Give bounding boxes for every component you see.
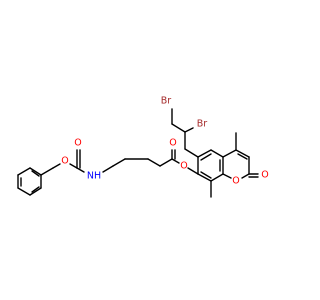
bond — [159, 158, 173, 167]
atom-oxygen-ester-carbonyl: O — [169, 138, 176, 149]
bond — [40, 167, 54, 176]
bond — [210, 149, 224, 158]
bond — [147, 158, 161, 167]
bond — [29, 167, 42, 176]
bond — [222, 149, 237, 158]
bond — [210, 173, 224, 182]
bond — [184, 127, 194, 133]
atom-oxygen-carbamate-ether: O — [61, 156, 68, 167]
bond — [200, 171, 212, 179]
bond — [31, 186, 40, 193]
bond — [52, 163, 61, 169]
atom-bromine-middle: Br — [197, 119, 208, 130]
bond — [197, 149, 212, 158]
bond — [241, 173, 250, 179]
bond — [197, 173, 212, 182]
chemical-structure: Br Br O O NH O O O O — [17, 96, 269, 198]
bond — [76, 167, 85, 173]
atom-nitrogen-nh: NH — [87, 171, 101, 182]
bond — [235, 149, 250, 158]
bond — [171, 123, 186, 133]
atom-oxygen-ester: O — [180, 161, 187, 172]
bond — [102, 165, 114, 173]
bond — [17, 167, 31, 176]
bond — [17, 187, 31, 196]
bond — [171, 158, 180, 164]
atom-label-layer: Br Br O O NH O O O O — [61, 96, 268, 187]
bond — [29, 187, 42, 196]
atom-oxygen-lactone-carbonyl: O — [261, 170, 268, 181]
bond — [31, 170, 40, 177]
atom-bromine-top: Br — [161, 96, 172, 107]
bond — [69, 163, 78, 169]
bond — [222, 173, 232, 179]
bond — [112, 158, 126, 167]
atom-oxygen-ring: O — [232, 176, 239, 187]
bond — [187, 167, 199, 175]
atom-oxygen-carbamate-carbonyl: O — [74, 138, 81, 149]
bond-layer — [17, 108, 259, 198]
bond — [237, 153, 248, 160]
bond — [184, 148, 199, 158]
bond — [200, 153, 212, 161]
molecule-canvas: Br Br O O NH O O O O — [17, 96, 269, 198]
